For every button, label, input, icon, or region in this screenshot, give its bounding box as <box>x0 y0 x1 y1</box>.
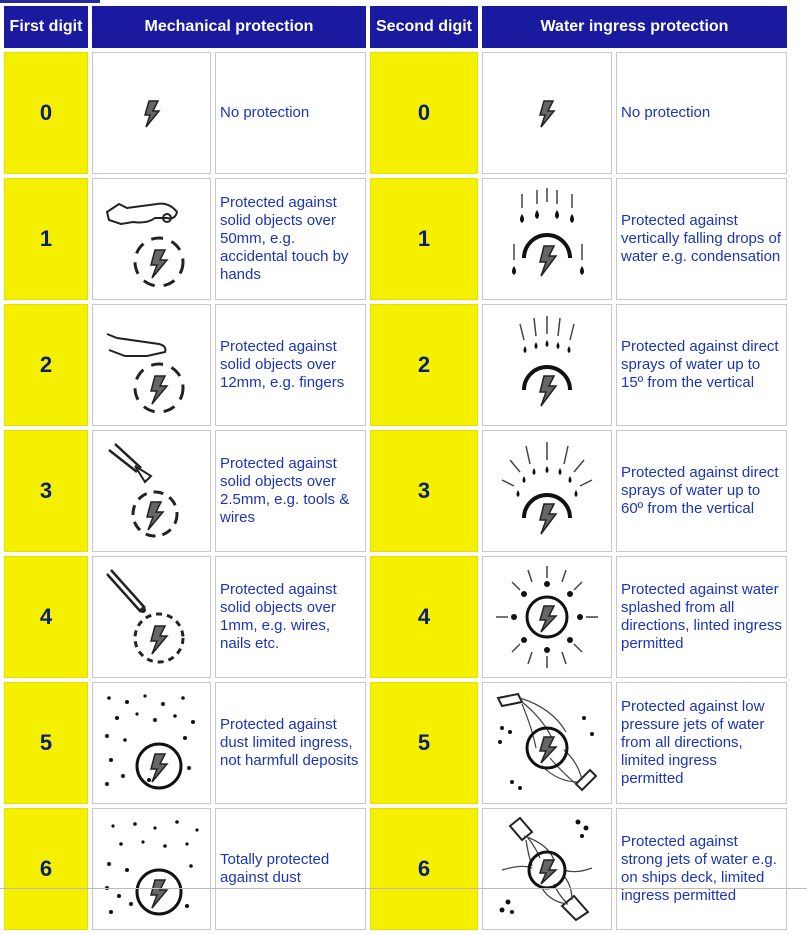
mechanical-description: Protected against solid objects over 50m… <box>215 178 366 300</box>
spray-15-icon <box>482 304 612 426</box>
bottom-rule <box>0 888 807 889</box>
low-pressure-jets-icon <box>482 682 612 804</box>
mechanical-description: Protected against solid objects over 12m… <box>215 304 366 426</box>
table-row: 3 Protected against solid objects over 2… <box>4 430 787 552</box>
mechanical-description: Totally protected against dust <box>215 808 366 930</box>
table-row: 5 Protected against dust limited ingress… <box>4 682 787 804</box>
lightning-bolt-icon <box>482 52 612 174</box>
header-row: First digit Mechanical protection Second… <box>4 6 787 48</box>
table-row: 4 Protected against solid objects over 1… <box>4 556 787 678</box>
header-water-protection: Water ingress protection <box>482 6 787 48</box>
second-digit-cell: 6 <box>370 808 478 930</box>
header-first-digit: First digit <box>4 6 88 48</box>
ip-rating-table: First digit Mechanical protection Second… <box>0 2 791 934</box>
finger-over-circle-icon <box>92 304 211 426</box>
splash-all-directions-icon <box>482 556 612 678</box>
table-row: 6 Totally protected against dust 6 <box>4 808 787 930</box>
table-row: 0 No protection 0 No protection <box>4 52 787 174</box>
water-description: No protection <box>616 52 787 174</box>
strong-jets-icon <box>482 808 612 930</box>
tool-over-circle-icon <box>92 430 211 552</box>
second-digit-cell: 4 <box>370 556 478 678</box>
mechanical-description: No protection <box>215 52 366 174</box>
header-mechanical-protection: Mechanical protection <box>92 6 366 48</box>
first-digit-cell: 0 <box>4 52 88 174</box>
top-rule <box>0 0 100 3</box>
water-description: Protected against low pressure jets of w… <box>616 682 787 804</box>
second-digit-cell: 5 <box>370 682 478 804</box>
mechanical-description: Protected against solid objects over 2.5… <box>215 430 366 552</box>
second-digit-cell: 2 <box>370 304 478 426</box>
first-digit-cell: 3 <box>4 430 88 552</box>
mechanical-description: Protected against solid objects over 1mm… <box>215 556 366 678</box>
first-digit-cell: 2 <box>4 304 88 426</box>
water-description: Protected against direct sprays of water… <box>616 304 787 426</box>
mechanical-description: Protected against dust limited ingress, … <box>215 682 366 804</box>
dust-partial-icon <box>92 682 211 804</box>
wire-over-circle-icon <box>92 556 211 678</box>
vertical-drops-icon <box>482 178 612 300</box>
second-digit-cell: 1 <box>370 178 478 300</box>
spray-60-icon <box>482 430 612 552</box>
first-digit-cell: 1 <box>4 178 88 300</box>
water-description: Protected against strong jets of water e… <box>616 808 787 930</box>
water-description: Protected against vertically falling dro… <box>616 178 787 300</box>
hand-over-circle-icon <box>92 178 211 300</box>
first-digit-cell: 4 <box>4 556 88 678</box>
table-row: 1 Protected against solid objects over 5… <box>4 178 787 300</box>
first-digit-cell: 6 <box>4 808 88 930</box>
first-digit-cell: 5 <box>4 682 88 804</box>
header-second-digit: Second digit <box>370 6 478 48</box>
dust-total-icon <box>92 808 211 930</box>
water-description: Protected against water splashed from al… <box>616 556 787 678</box>
second-digit-cell: 3 <box>370 430 478 552</box>
second-digit-cell: 0 <box>370 52 478 174</box>
water-description: Protected against direct sprays of water… <box>616 430 787 552</box>
table-row: 2 Protected against solid objects over 1… <box>4 304 787 426</box>
lightning-bolt-icon <box>92 52 211 174</box>
